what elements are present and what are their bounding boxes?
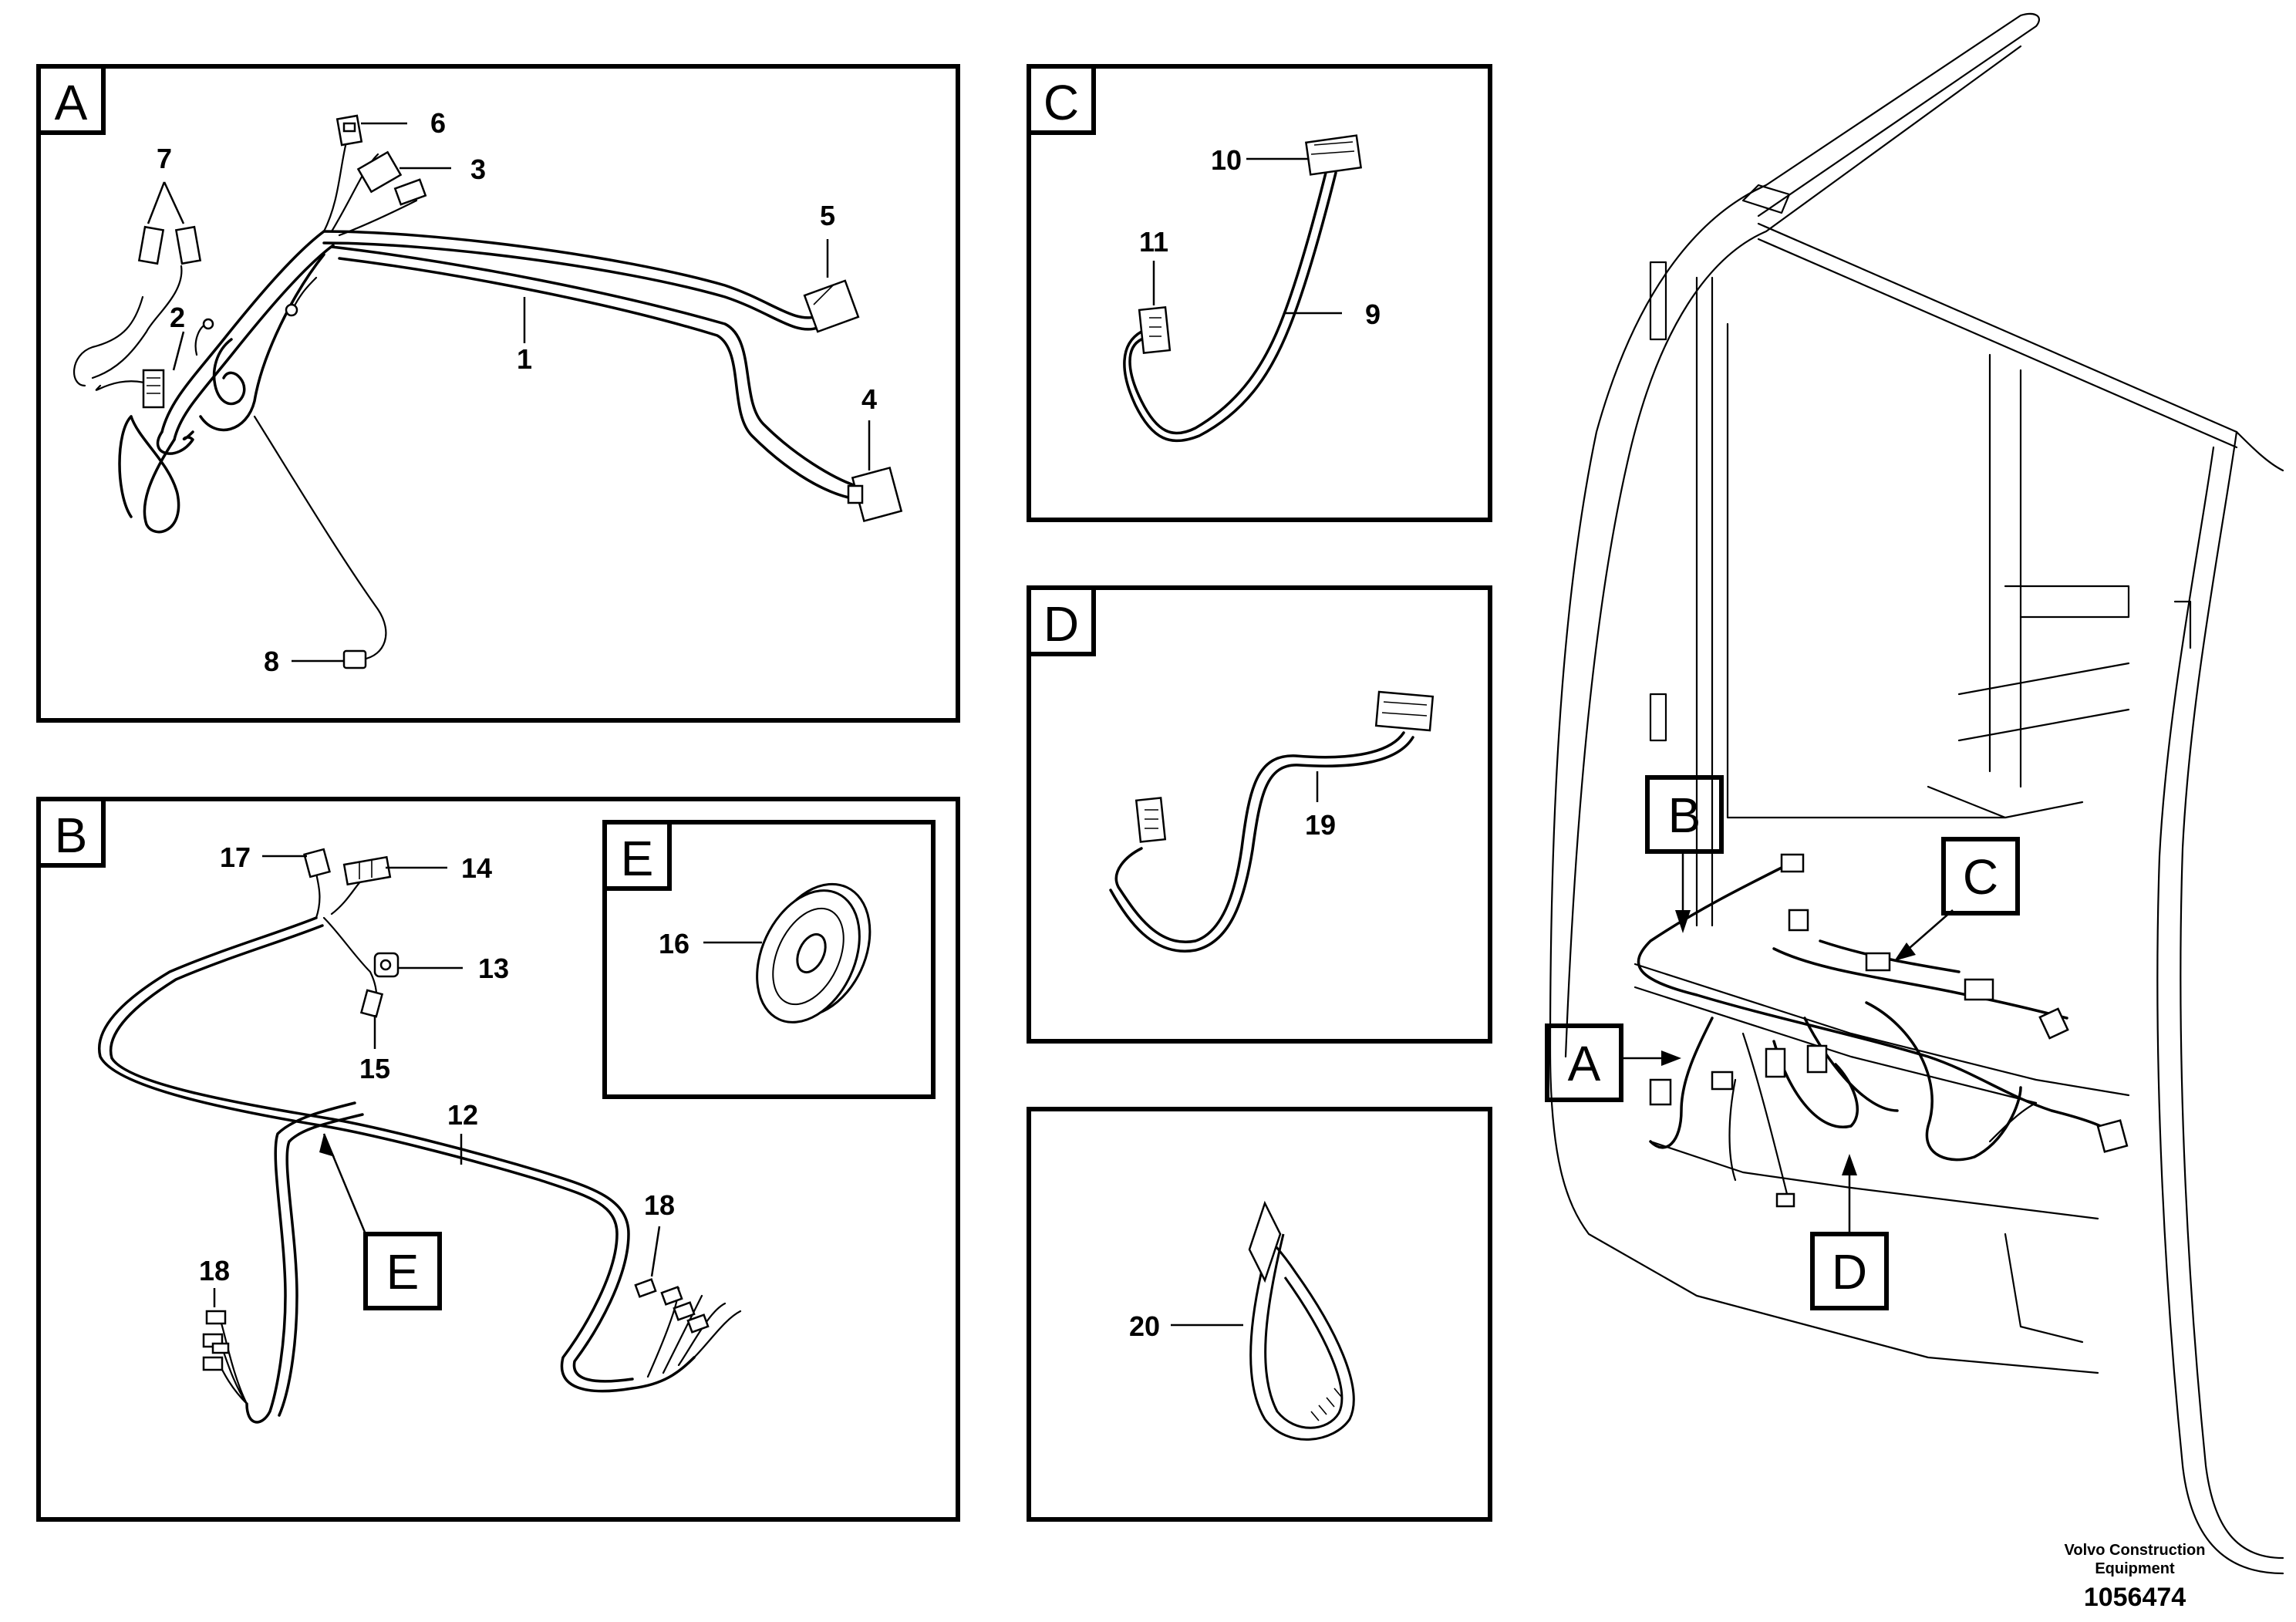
callout-17: 17 (220, 841, 251, 873)
company-line2: Equipment (2095, 1560, 2175, 1577)
overview-label-c: C (1963, 849, 1998, 905)
connector-4 (847, 466, 903, 523)
panel-b-label: B (55, 808, 88, 863)
connector-8 (342, 649, 367, 669)
callout-15: 15 (359, 1053, 390, 1084)
overview-label-a: A (1568, 1036, 1601, 1091)
overview-label-d: D (1832, 1244, 1867, 1300)
callout-14: 14 (461, 852, 492, 884)
callout-20: 20 (1129, 1310, 1160, 1342)
callout-12: 12 (447, 1099, 478, 1131)
panel-d: D 19 (1027, 585, 1492, 1044)
callout-9: 9 (1365, 298, 1381, 330)
callout-13: 13 (478, 953, 509, 984)
connector-5 (803, 279, 860, 333)
footer: Volvo Construction Equipment 1056474 (2065, 1542, 2206, 1612)
panel-f: 20 (1027, 1107, 1492, 1522)
callout-8: 8 (264, 646, 279, 677)
callout-4: 4 (861, 383, 877, 415)
callout-18-left: 18 (199, 1255, 230, 1286)
callout-7: 7 (157, 143, 172, 174)
connector-7 (137, 225, 202, 265)
callout-2: 2 (170, 302, 185, 333)
panel-a: A (36, 64, 960, 723)
callout-18-right: 18 (644, 1189, 675, 1221)
callout-10: 10 (1211, 144, 1242, 176)
overview-label-b: B (1668, 787, 1701, 843)
connector-6 (335, 114, 363, 147)
connector-18-right (634, 1278, 710, 1334)
connector-17 (303, 848, 331, 878)
connector-14 (342, 855, 392, 886)
connector-2 (142, 369, 165, 409)
callout-11: 11 (1139, 226, 1168, 258)
connector-10 (1304, 134, 1363, 176)
callout-3: 3 (470, 153, 486, 185)
panel-b-e-label: E (386, 1244, 420, 1300)
connector-19-top (1374, 690, 1435, 732)
connector-15 (359, 989, 384, 1018)
panel-a-label: A (55, 75, 88, 130)
panel-d-label: D (1043, 596, 1079, 652)
connector-13 (373, 952, 400, 978)
drawing-number: 1056474 (2084, 1583, 2186, 1612)
connector-3 (356, 150, 427, 206)
panel-c: C 10 11 9 (1027, 64, 1492, 522)
panel-c-label: C (1043, 75, 1079, 130)
panel-b: B (36, 797, 960, 1522)
grommet-16 (756, 882, 872, 1023)
cable-tie-20 (1248, 1200, 1355, 1441)
connector-18-left (202, 1310, 230, 1371)
connector-19-bottom (1135, 797, 1167, 843)
connector-11 (1138, 306, 1172, 354)
panel-e-label: E (621, 831, 654, 886)
callout-16: 16 (659, 928, 689, 959)
panel-e: E 16 (602, 820, 936, 1099)
cab-overview: B C A D (1545, 12, 2284, 1575)
callout-6: 6 (430, 107, 446, 139)
callout-5: 5 (820, 200, 835, 231)
company-line1: Volvo Construction (2065, 1542, 2206, 1559)
callout-1: 1 (517, 343, 532, 375)
callout-19: 19 (1305, 809, 1336, 841)
